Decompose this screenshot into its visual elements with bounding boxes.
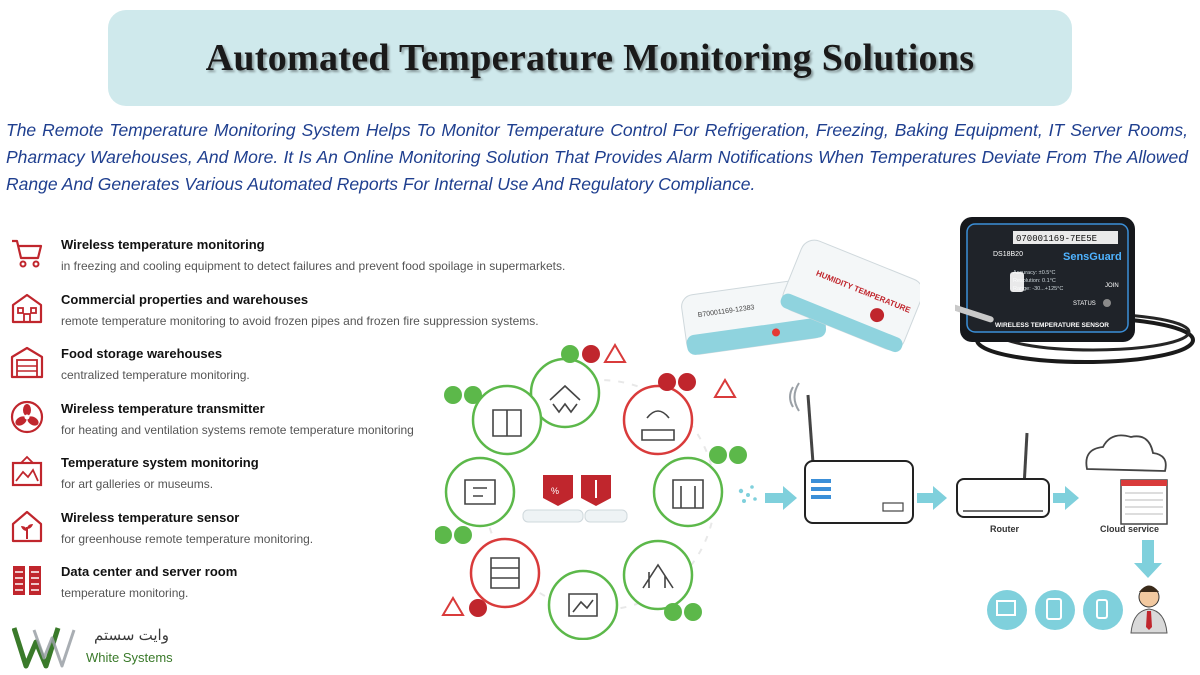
sensor-status-text: STATUS (1073, 301, 1096, 307)
feature-title: Data center and server room (61, 564, 238, 579)
feature-desc: for heating and ventilation systems remo… (61, 422, 414, 437)
center-sensor-badges: % (522, 475, 628, 523)
company-logo: وايت سستم White Systems (12, 622, 192, 670)
sensor-join-text: JOIN (1105, 283, 1119, 289)
network-flow-diagram: Router Cloud service (738, 382, 1168, 634)
signal-dots (738, 485, 757, 503)
status-bubbles (435, 345, 747, 621)
feature-title: Commercial properties and warehouses (61, 291, 309, 307)
arrow-right-icon (765, 486, 797, 510)
phone-icon (1083, 590, 1123, 630)
feature-desc: for greenhouse remote temperature monito… (61, 531, 314, 546)
shopping-cart-icon (12, 239, 43, 268)
feature-hvac: Wireless temperature transmitter for hea… (8, 396, 428, 451)
app-ring-electronics (444, 456, 516, 528)
sensor-brand-text: SensGuard (1063, 251, 1122, 263)
warehouse-icon (10, 346, 44, 379)
router-label: Router (990, 524, 1019, 534)
feature-title: Wireless temperature monitoring (61, 237, 265, 252)
arrow-down-icon (1134, 540, 1162, 578)
app-ring-bakery (622, 384, 694, 456)
server-rack-icon (13, 566, 41, 595)
feature-title: Wireless temperature sensor (61, 509, 240, 525)
app-ring-lab (622, 539, 694, 611)
logo-english-text: White Systems (86, 650, 173, 665)
title-banner: Automated Temperature Monitoring Solutio… (108, 10, 1072, 106)
applications-wheel-diagram: % (435, 343, 747, 640)
dashboard-window (1120, 479, 1168, 525)
router-device (956, 478, 1050, 518)
status-led (1103, 299, 1111, 307)
feature-desc: centralized temperature monitoring. (61, 368, 250, 382)
feature-desc: remote temperature monitoring to avoid f… (61, 313, 539, 328)
cloud-icon (1085, 434, 1167, 472)
sensor-spec-1: Accuracy: ±0.5°C (1013, 270, 1056, 276)
arrow-right-icon (917, 486, 947, 510)
feature-supermarket: Wireless temperature monitoring in freez… (8, 232, 565, 287)
feature-desc: for art galleries or museums. (61, 477, 214, 491)
user-avatar-icon (1130, 585, 1168, 634)
feature-greenhouse: Wireless temperature sensor for greenhou… (8, 505, 428, 560)
svg-text:%: % (551, 486, 559, 496)
intro-paragraph: The Remote Temperature Monitoring System… (6, 120, 1188, 194)
sensor-spec-2: Resolution: 0.1°C (1013, 278, 1056, 284)
art-frame-icon (11, 455, 43, 487)
sensor-led (772, 328, 781, 337)
feature-title: Food storage warehouses (61, 346, 223, 361)
building-icon (11, 293, 43, 323)
feature-datacenter: Data center and server room temperature … (8, 559, 428, 614)
feature-desc: temperature monitoring. (61, 586, 189, 600)
client-devices (987, 590, 1123, 630)
fan-icon (10, 400, 44, 433)
app-ring-warehouse (652, 456, 724, 528)
feature-list: Wireless temperature monitoring in freez… (8, 232, 565, 614)
tablet-icon (1035, 590, 1075, 630)
feature-commercial: Commercial properties and warehouses rem… (8, 287, 539, 342)
logo-arabic-text: وايت سستم (94, 627, 169, 644)
app-ring-datacenter (469, 537, 541, 609)
greenhouse-icon (11, 510, 43, 542)
sensor-model-text: DS18B20 (993, 251, 1023, 258)
humidity-sensor-devices: B70001169-12383 HUMIDITY TEMPERATURE (681, 239, 920, 355)
ws-logo-mark (12, 627, 76, 669)
wifi-signal-icon (789, 382, 800, 412)
gateway-device (804, 460, 914, 524)
feature-title: Wireless temperature transmitter (61, 400, 265, 416)
sensguard-device: 070001169-7EE5E SensGuard DS18B20 Accura… (955, 217, 1195, 364)
sensor-id-text: 070001169-7EE5E (1016, 234, 1097, 244)
feature-desc: in freezing and cooling equipment to det… (61, 259, 566, 273)
page-title: Automated Temperature Monitoring Solutio… (205, 37, 975, 79)
feature-museum: Temperature system monitoring for art ga… (8, 450, 428, 505)
sensor-spec-3: Range: -30...+125°C (1013, 286, 1063, 292)
feature-title: Temperature system monitoring (61, 455, 259, 470)
feature-food-storage: Food storage warehouses centralized temp… (8, 341, 428, 396)
sensor-caption-text: WIRELESS TEMPERATURE SENSOR (995, 322, 1109, 329)
sensor-thermo-badge (870, 308, 885, 323)
laptop-icon (987, 590, 1027, 630)
warning-triangle-icons (441, 343, 737, 616)
sensor-logo-shield-icon (1010, 272, 1024, 292)
cloud-service-label: Cloud service (1100, 524, 1159, 534)
arrow-right-icon (1053, 486, 1079, 510)
